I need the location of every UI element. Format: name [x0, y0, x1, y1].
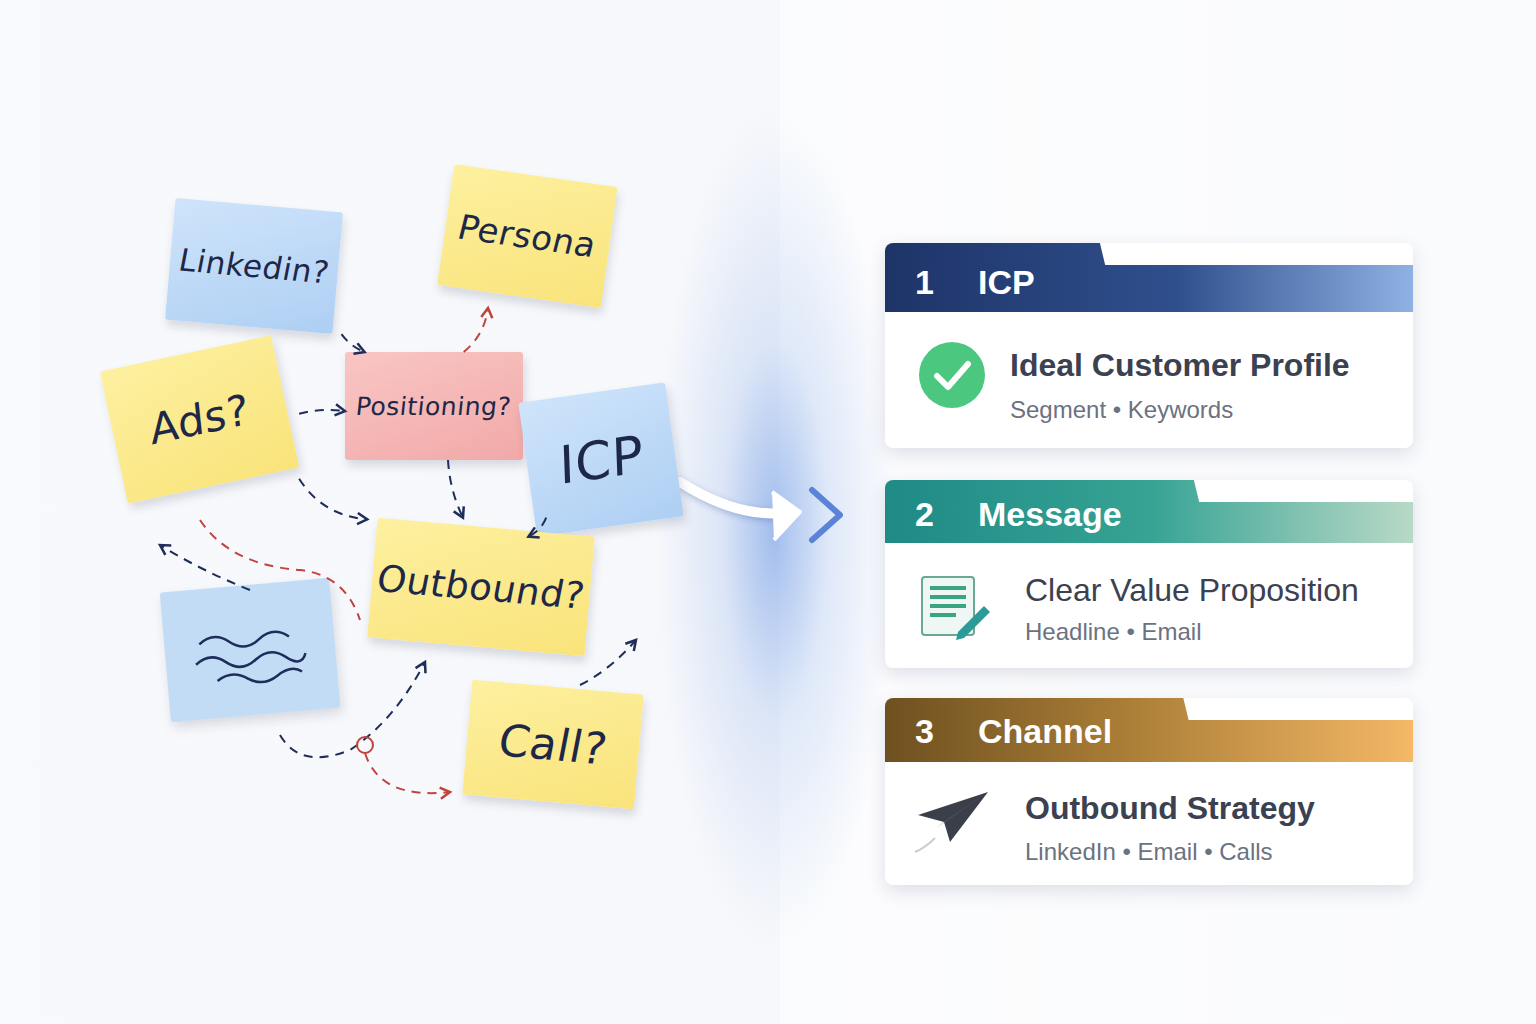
- paper-plane-icon: [915, 792, 988, 852]
- dashed-arrow: [528, 518, 546, 537]
- transition-arrowhead: [772, 492, 800, 540]
- card-title: Clear Value Proposition: [1025, 570, 1359, 610]
- note-text: Positioning?: [355, 392, 513, 421]
- sticky-note: Positioning?: [345, 352, 523, 460]
- step-card: 3 ChannelOutbound StrategyLinkedIn • Emai…: [885, 698, 1413, 885]
- step-card: 2 MessageClear Value PropositionHeadline …: [885, 480, 1413, 668]
- dashed-arrow: [299, 410, 345, 414]
- scribble: [196, 649, 307, 671]
- dashed-line: [160, 545, 250, 590]
- note-text: ICP: [558, 423, 644, 495]
- document-icon: [922, 577, 990, 640]
- dashed-line: [365, 753, 450, 793]
- dashed-line: [580, 640, 636, 685]
- note-text: Linkedin?: [176, 242, 333, 291]
- step-heading: Message: [978, 494, 1122, 534]
- card-title: Ideal Customer Profile: [1010, 345, 1350, 385]
- step-number: 3: [915, 711, 934, 751]
- note-text: Ads?: [148, 385, 252, 455]
- card-subtitle: LinkedIn • Email • Calls: [1025, 837, 1273, 867]
- sticky-note: Ads?: [100, 335, 299, 503]
- dashed-arrow: [342, 334, 365, 352]
- scribble: [217, 668, 303, 686]
- sticky-note: Linkedin?: [165, 198, 343, 334]
- note-text: Persona: [454, 207, 601, 265]
- step-heading: Channel: [978, 711, 1112, 751]
- squiggle-note: [160, 578, 341, 722]
- card-header: 3 Channel: [885, 698, 1413, 762]
- step-card: 1 ICP Ideal Customer ProfileSegment • Keyw…: [885, 243, 1413, 448]
- card-subtitle: Segment • Keywords: [1010, 395, 1233, 425]
- card-title: Outbound Strategy: [1025, 788, 1315, 828]
- sticky-note: Outbound?: [367, 518, 595, 657]
- card-subtitle: Headline • Email: [1025, 617, 1201, 647]
- dashed-arrow: [299, 479, 367, 520]
- dashed-arrow: [464, 308, 488, 352]
- loop-mark: [357, 737, 373, 753]
- dashed-line: [280, 662, 425, 757]
- scribble: [199, 631, 290, 651]
- dashed-arrow: [448, 460, 463, 518]
- step-number: 2: [915, 494, 934, 534]
- step-number: 1: [915, 262, 934, 302]
- card-header: 1 ICP: [885, 243, 1413, 312]
- sticky-note: Persona: [437, 164, 617, 308]
- check-icon: [919, 342, 985, 408]
- sticky-note: Call?: [462, 680, 643, 810]
- dashed-line: [200, 520, 360, 620]
- chevron: [812, 490, 840, 540]
- note-text: Outbound?: [373, 557, 588, 618]
- sticky-note: ICP: [518, 382, 683, 536]
- card-header: 2 Message: [885, 480, 1413, 543]
- step-heading: ICP: [978, 262, 1035, 302]
- note-text: Call?: [494, 715, 611, 775]
